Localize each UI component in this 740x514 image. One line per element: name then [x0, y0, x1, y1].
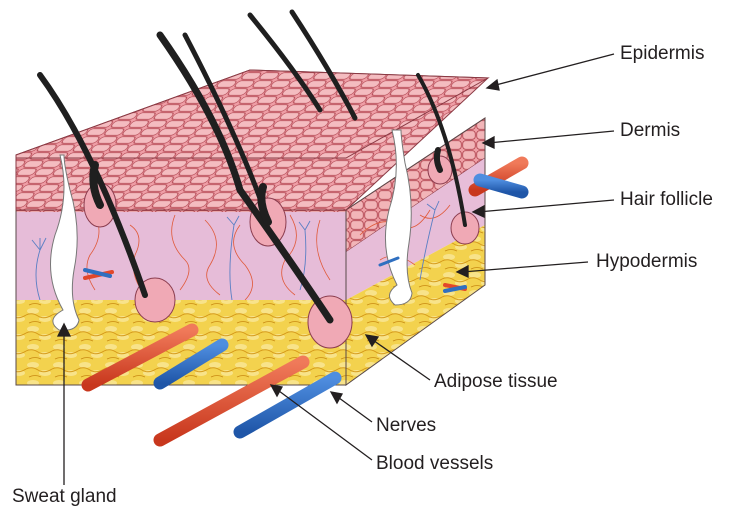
hair-follicle-label: Hair follicle: [620, 189, 713, 211]
epidermis-label: Epidermis: [620, 43, 704, 65]
dermis-label: Dermis: [620, 120, 680, 142]
blood-vessels-label: Blood vessels: [376, 453, 493, 475]
sweat-gland-label: Sweat gland: [12, 486, 117, 508]
nerves-label: Nerves: [376, 415, 436, 437]
adipose-tissue-label: Adipose tissue: [434, 371, 558, 393]
hypodermis-label: Hypodermis: [596, 251, 697, 273]
